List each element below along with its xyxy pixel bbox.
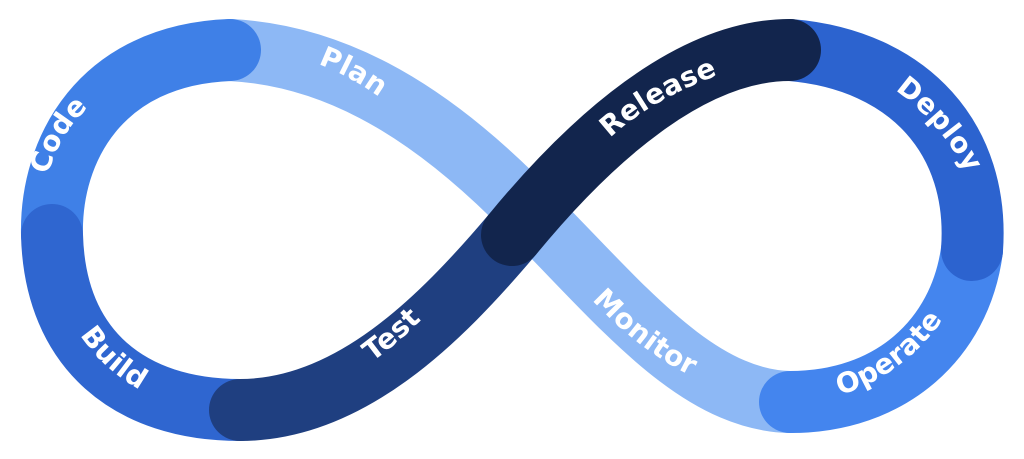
segment-code [20,19,261,266]
segment-release [481,19,821,266]
segment-deploy [759,19,1004,281]
segment-operate [759,219,1003,433]
segment-build [21,204,271,441]
segment-test [209,204,543,441]
segment-plan [199,19,543,226]
